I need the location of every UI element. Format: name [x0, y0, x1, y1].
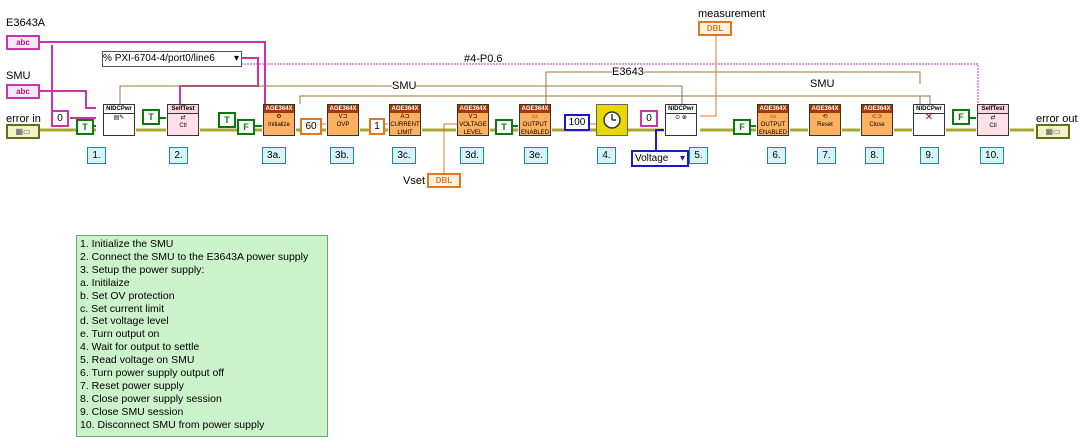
step-label: 1. — [87, 147, 106, 164]
comment-line: 10. Disconnect SMU from power supply — [80, 418, 265, 431]
ag-ovp-vi[interactable]: AGE364X V⊐ OVP — [327, 104, 359, 136]
wire-label-p06: #4-P0.6 — [464, 53, 503, 65]
step-label: 2. — [169, 147, 188, 164]
vset-label: Vset — [403, 175, 426, 187]
step-label: 4. — [597, 147, 616, 164]
selftest-disconnect-vi[interactable]: SelfTest ⇄ Ctl — [977, 104, 1009, 136]
step-label: 3d. — [460, 147, 484, 164]
smu-control[interactable]: abc — [6, 84, 40, 99]
ag-output-disabled-vi[interactable]: AGE364X ▭ OUTPUT ENABLED — [757, 104, 789, 136]
measure-type-value: Voltage — [635, 153, 669, 164]
true-constant-4[interactable]: T — [495, 119, 513, 135]
step-label: 10. — [980, 147, 1004, 164]
step-label: 7. — [817, 147, 836, 164]
comment-line: b. Set OV protection — [80, 289, 175, 302]
wait-ms-constant[interactable]: 100 — [564, 114, 590, 131]
step-label: 6. — [767, 147, 786, 164]
e3643a-label: E3643A — [6, 17, 46, 29]
step-label: 3b. — [330, 147, 354, 164]
zero-constant-b[interactable]: 0 — [640, 110, 658, 127]
ag-close-vi[interactable]: AGE364X ⊂⊃ Close — [861, 104, 893, 136]
nidcpower-measure-vi[interactable]: NIDCPwr ⊙ ⊕ — [665, 104, 697, 136]
measurement-indicator[interactable]: DBL — [698, 21, 732, 36]
comment-line: 6. Turn power supply output off — [80, 367, 224, 380]
comment-line: 8. Close power supply session — [80, 392, 222, 405]
current-limit-constant[interactable]: 1 — [369, 118, 385, 135]
string-wires-thin — [160, 63, 979, 104]
error-in-control[interactable]: ▦▭ — [6, 124, 40, 139]
nidcpower-initialize-vi[interactable]: NIDCPwr ▤✎ — [103, 104, 135, 136]
wire-label-smu-a: SMU — [392, 80, 417, 92]
measurement-label: measurement — [698, 8, 766, 20]
step-label: 3c. — [392, 147, 416, 164]
comment-box: 1. Initialize the SMU 2. Connect the SMU… — [76, 235, 328, 437]
error-out-label: error out — [1036, 113, 1078, 125]
false-constant-1[interactable]: F — [237, 119, 255, 135]
comment-line: d. Set voltage level — [80, 315, 169, 328]
step-label: 3a. — [262, 147, 286, 164]
step-label: 9. — [920, 147, 939, 164]
comment-line: e. Turn output on — [80, 328, 160, 341]
wire-label-e3643: E3643 — [612, 66, 644, 78]
step-label: 3e. — [524, 147, 548, 164]
ag-initialize-vi[interactable]: AGE364X ⚙ Initialize — [263, 104, 295, 136]
comment-line: 9. Close SMU session — [80, 405, 184, 418]
ag-reset-vi[interactable]: AGE364X ⟲ Reset — [809, 104, 841, 136]
ovp-constant[interactable]: 60 — [300, 118, 322, 135]
enum-wire — [655, 129, 664, 150]
chevron-down-icon[interactable]: ▾ — [233, 53, 239, 64]
ring-prefix: % — [103, 53, 112, 64]
step-label: 8. — [865, 147, 884, 164]
comment-line: 1. Initialize the SMU — [80, 238, 174, 250]
false-constant-3[interactable]: F — [952, 109, 970, 125]
comment-line: 7. Reset power supply — [80, 379, 184, 392]
error-out-indicator[interactable]: ▦▭ — [1036, 124, 1070, 139]
nidcpower-close-vi[interactable]: NIDCPwr ✕ — [913, 104, 945, 136]
zero-constant-a[interactable]: 0 — [51, 110, 69, 127]
comment-line: 5. Read voltage on SMU — [80, 354, 195, 367]
wire-label-smu-b: SMU — [810, 78, 835, 90]
false-constant-2[interactable]: F — [733, 119, 751, 135]
clock-icon — [603, 111, 621, 129]
wait-ms-function[interactable] — [596, 104, 628, 136]
vset-control[interactable]: DBL — [427, 173, 461, 188]
step-label: 5. — [689, 147, 708, 164]
measure-type-enum[interactable]: Voltage ▾ — [631, 150, 689, 167]
session-wires — [119, 71, 931, 104]
ag-current-limit-vi[interactable]: AGE364X A⊐ CURRENT LIMIT — [389, 104, 421, 136]
comment-line: a. Initilaize — [80, 276, 130, 289]
e3643a-control[interactable]: abc — [6, 35, 40, 50]
true-constant-3[interactable]: T — [218, 112, 236, 128]
smu-label: SMU — [6, 70, 31, 82]
resource-name-value: PXI-6704-4/port0/line6 — [114, 53, 215, 64]
true-constant-2[interactable]: T — [142, 109, 160, 125]
true-constant-1[interactable]: T — [76, 119, 94, 135]
ag-voltage-level-vi[interactable]: AGE364X V⊐ VOLTAGE LEVEL — [457, 104, 489, 136]
ag-output-enabled-vi[interactable]: AGE364X ▭ OUTPUT ENABLED — [519, 104, 551, 136]
comment-line: 3. Setup the power supply: — [80, 263, 205, 276]
comment-line: 4. Wait for output to settle — [80, 341, 200, 354]
comment-line: c. Set current limit — [80, 302, 165, 315]
selftest-connect-vi[interactable]: SelfTest ⇄ Ctl — [167, 104, 199, 136]
resource-name-constant[interactable]: % PXI-6704-4/port0/line6 ▾ — [102, 51, 242, 67]
error-in-label: error in — [6, 113, 41, 125]
comment-line: 2. Connect the SMU to the E3643A power s… — [80, 250, 309, 263]
chevron-down-icon[interactable]: ▾ — [679, 153, 685, 164]
